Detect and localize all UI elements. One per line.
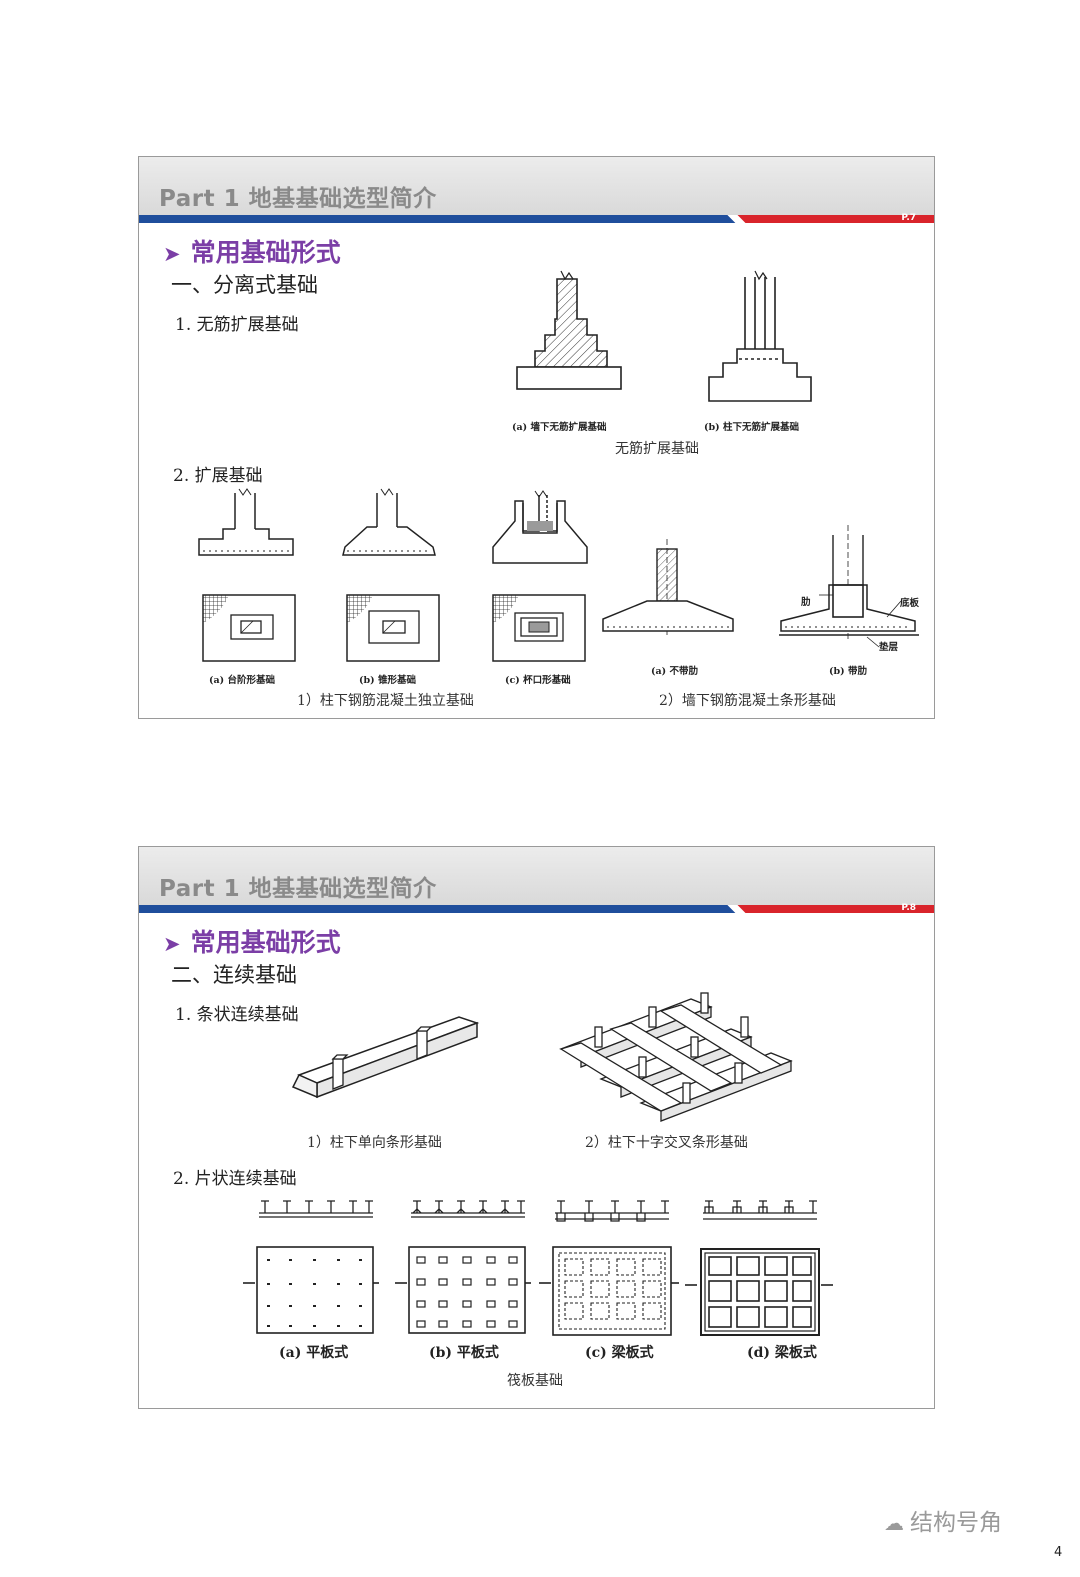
caption-wall-strip-footing: 2）墙下钢筋混凝土条形基础 — [659, 693, 836, 709]
section-heading-text: 常用基础形式 — [190, 928, 341, 957]
section-heading: ➤ 常用基础形式 — [163, 233, 341, 269]
slide-p8: Part 1 地基基础选型简介 P.8 ➤ 常用基础形式 二、连续基础 1. 条状… — [138, 846, 935, 1409]
arrow-icon: ➤ — [163, 242, 181, 266]
cup-footing-plan — [492, 594, 586, 662]
stepped-footing-plan — [202, 594, 296, 662]
item-unreinforced: 1. 无筋扩展基础 — [175, 315, 299, 335]
page-label: P.8 — [901, 903, 916, 913]
page-number: 4 — [1054, 1545, 1063, 1560]
caption-raft-d: (d) 梁板式 — [747, 1345, 817, 1361]
caption-unreinforced: 无筋扩展基础 — [615, 441, 699, 457]
stepped-footing-elevation — [198, 488, 294, 556]
subheading: 二、连续基础 — [171, 963, 297, 987]
footer-logo-text: 结构号角 — [910, 1510, 1002, 1536]
caption-with-rib: (b) 带肋 — [829, 666, 867, 677]
raft-plan-c — [539, 1246, 679, 1336]
wechat-icon: ☁ — [884, 1511, 904, 1535]
header-band — [139, 905, 934, 913]
caption-raft-a: (a) 平板式 — [279, 1345, 349, 1361]
label-rib: 肋 — [801, 597, 811, 608]
section-heading-text: 常用基础形式 — [190, 238, 341, 267]
caption-cross-strip: 2）柱下十字交叉条形基础 — [585, 1135, 748, 1151]
item-strip-continuous: 1. 条状连续基础 — [175, 1005, 299, 1025]
slide-p7: Part 1 地基基础选型简介 P.7 ➤ 常用基础形式 一、分离式基础 1. 无… — [138, 156, 935, 719]
caption-wall-unreinforced: (a) 墙下无筋扩展基础 — [512, 422, 607, 433]
slide-header: Part 1 地基基础选型简介 — [139, 157, 934, 215]
caption-column-unreinforced: (b) 柱下无筋扩展基础 — [704, 422, 799, 433]
caption-cup: (c) 杯口形基础 — [505, 675, 571, 686]
caption-stepped: (a) 台阶形基础 — [209, 675, 275, 686]
slide-header: Part 1 地基基础选型简介 — [139, 847, 934, 905]
raft-elevation-d — [703, 1200, 817, 1220]
slide-title: Part 1 地基基础选型简介 — [159, 876, 437, 902]
caption-no-rib: (a) 不带肋 — [651, 666, 698, 677]
cup-footing-elevation — [492, 490, 588, 564]
section-heading: ➤ 常用基础形式 — [163, 923, 341, 959]
caption-raft-c: (c) 梁板式 — [585, 1345, 654, 1361]
label-pad: 垫层 — [879, 642, 899, 653]
subheading: 一、分离式基础 — [171, 273, 318, 297]
item-spread: 2. 扩展基础 — [173, 466, 263, 486]
caption-tapered: (b) 锥形基础 — [359, 675, 416, 686]
caption-single-strip: 1）柱下单向条形基础 — [307, 1135, 442, 1151]
tapered-footing-plan — [346, 594, 440, 662]
tapered-footing-elevation — [342, 488, 436, 556]
raft-elevation-b — [411, 1200, 525, 1218]
page-label: P.7 — [901, 213, 916, 223]
caption-raft: 筏板基础 — [507, 1373, 563, 1389]
raft-elevation-a — [259, 1200, 373, 1218]
footer-logo: ☁结构号角 — [884, 1503, 1002, 1537]
wall-footing-figure — [516, 270, 622, 390]
caption-isolated-footing: 1）柱下钢筋混凝土独立基础 — [297, 693, 474, 709]
single-strip-footing-figure — [291, 1016, 480, 1099]
strip-footing-no-rib — [602, 539, 734, 635]
cross-strip-footing-figure — [559, 992, 793, 1122]
caption-raft-b: (b) 平板式 — [429, 1345, 499, 1361]
arrow-icon: ➤ — [163, 932, 181, 956]
raft-plan-d — [685, 1248, 833, 1336]
raft-elevation-c — [555, 1200, 669, 1222]
header-band — [139, 215, 934, 223]
column-footing-figure — [708, 270, 812, 402]
raft-plan-a — [243, 1246, 379, 1334]
item-raft-continuous: 2. 片状连续基础 — [173, 1169, 297, 1189]
label-slab: 底板 — [900, 598, 920, 609]
raft-plan-b — [395, 1246, 531, 1334]
strip-footing-with-rib — [779, 525, 919, 648]
slide-title: Part 1 地基基础选型简介 — [159, 186, 437, 212]
